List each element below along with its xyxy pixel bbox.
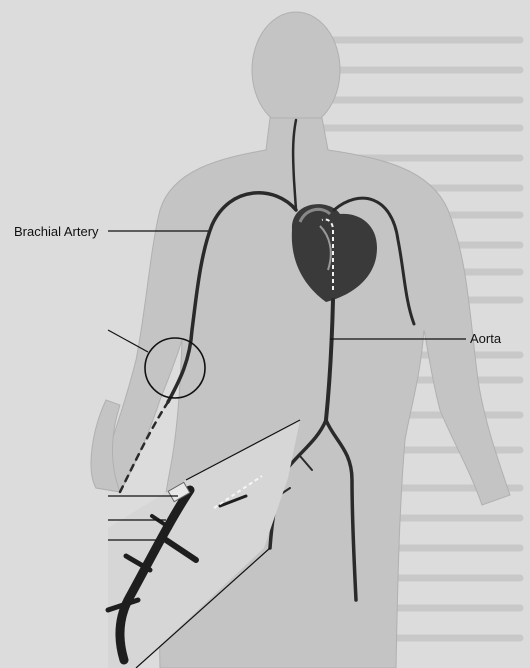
brachial-artery-label: Brachial Artery: [14, 224, 99, 239]
aorta-label: Aorta: [470, 331, 501, 346]
head: [252, 12, 340, 128]
